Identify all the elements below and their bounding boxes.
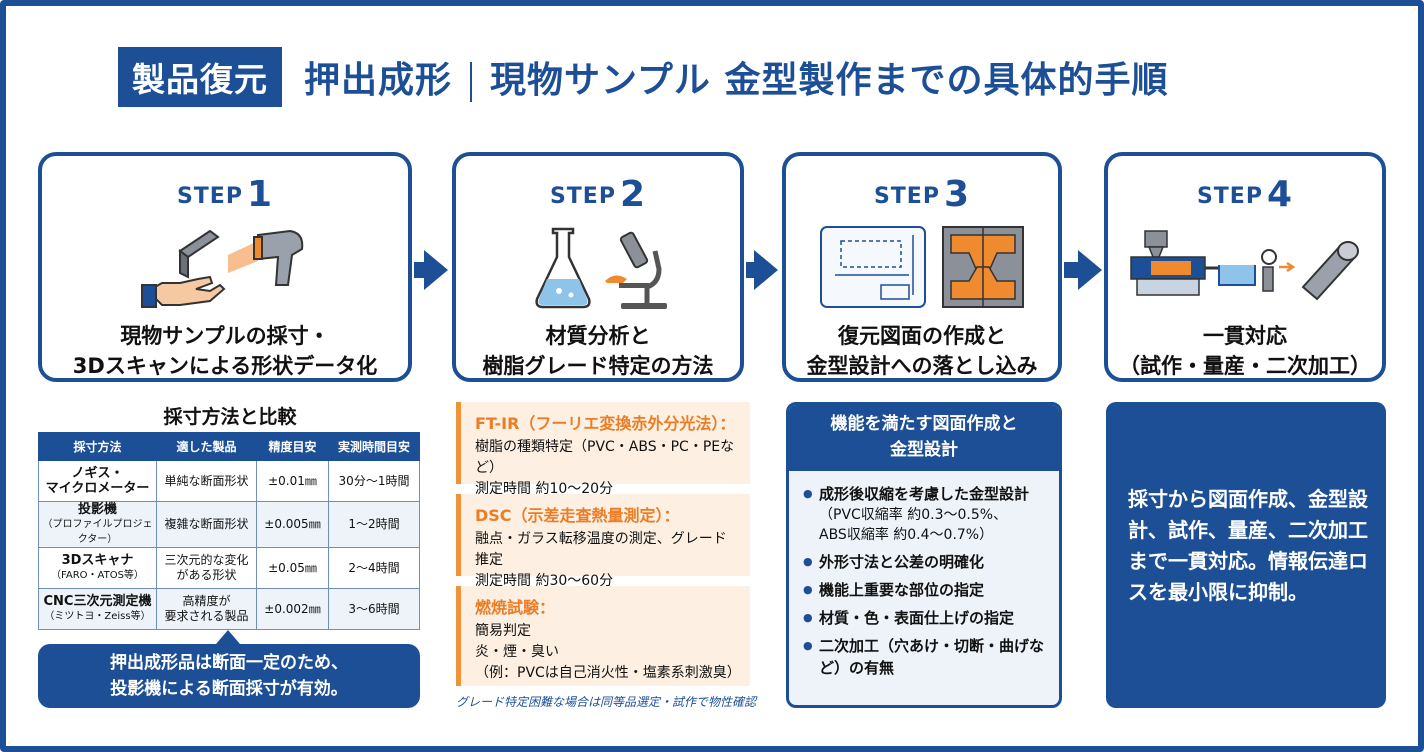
time-cell: 3〜6時間 [328, 588, 420, 630]
list-item: 成形後収縮を考慮した金型設計（PVC収縮率 約0.3〜0.5%、ABS収縮率 約… [803, 483, 1049, 545]
method-heading: FT-IR（フーリエ変換赤外分光法）： [475, 414, 736, 433]
step1-note: 押出成形品は断面一定のため、 投影機による断面採寸が有効。 [38, 644, 420, 708]
note-pointer [216, 630, 240, 644]
table-header-row: 採寸方法 適した製品 精度目安 実測時間目安 [38, 432, 420, 461]
method-heading: DSC（示差走査熱量測定）： [475, 506, 680, 525]
list-item: 外形寸法と公差の明確化 [803, 551, 1049, 573]
time-cell: 2〜4時間 [328, 547, 420, 589]
method-line: 樹脂の種類特定（PVC・ABS・PC・PEなど） [475, 439, 735, 476]
time-cell: 1〜2時間 [328, 501, 420, 548]
table-row: CNC三次元測定機（ミツトヨ・Zeiss等） 高精度が要求される製品 ±0.00… [38, 588, 420, 630]
step1-caption: 現物サンプルの採寸・ 3Dスキャンによる形状データ化 [72, 324, 378, 378]
step3-panel-title: 機能を満たす図面作成と 金型設計 [789, 405, 1059, 471]
accuracy-cell: ±0.05㎜ [256, 547, 329, 589]
arrow-right-icon [754, 250, 778, 290]
measurement-comparison-table: 採寸方法 適した製品 精度目安 実測時間目安 ノギス・マイクロメーター 単純な断… [38, 432, 420, 630]
page-title: 製品復元 押出成形現物サンプル 金型製作までの具体的手順 [118, 46, 1168, 108]
step2-caption: 材質分析と 樹脂グレード特定の方法 [482, 324, 714, 378]
arrow-stem-2 [746, 262, 756, 278]
table-row: ノギス・マイクロメーター 単純な断面形状 ±0.01㎜ 30分〜1時間 [38, 460, 420, 502]
title-text: 押出成形現物サンプル 金型製作までの具体的手順 [304, 51, 1168, 103]
arrow-stem-3 [1064, 262, 1078, 278]
method-line: 簡易判定 [475, 623, 531, 639]
hand-part-scanner-icon [42, 221, 408, 313]
accuracy-cell: ±0.002㎜ [256, 588, 329, 630]
step4-panel: 採寸から図面作成、金型設計、試作、量産、二次加工まで一貫対応。情報伝達ロスを最小… [1106, 402, 1386, 708]
method-cell: ノギス・マイクロメーター [38, 460, 157, 502]
column-header: 精度目安 [256, 432, 329, 461]
product-cell: 三次元的な変化がある形状 [156, 547, 257, 589]
arrow-stem-1 [414, 262, 426, 278]
method-heading: 燃焼試験： [475, 598, 556, 617]
step3-list: 成形後収縮を考慮した金型設計（PVC収縮率 約0.3〜0.5%、ABS収縮率 約… [789, 471, 1059, 679]
method-cell: 投影機（プロファイルプロジェクター） [38, 501, 157, 548]
column-header: 採寸方法 [38, 432, 157, 461]
arrow-right-icon [424, 250, 448, 290]
title-badge: 製品復元 [118, 47, 282, 107]
column-header: 適した製品 [156, 432, 257, 461]
step4-caption: 一貫対応 （試作・量産・二次加工） [1119, 324, 1371, 378]
method-line: 融点・ガラス転移温度の測定、グレード推定 [475, 531, 727, 568]
title-left: 押出成形 [304, 60, 453, 101]
product-cell: 高精度が要求される製品 [156, 588, 257, 630]
method-line: 測定時間 約30〜60分 [475, 573, 614, 589]
blueprint-mold-icon [786, 221, 1058, 313]
method-line: 炎・煙・臭い [475, 644, 559, 660]
combustion-test-box: 燃焼試験： 簡易判定 炎・煙・臭い （例：PVCは自己消火性・塩素系刺激臭） [456, 586, 750, 686]
ftir-method-box: FT-IR（フーリエ変換赤外分光法）： 樹脂の種類特定（PVC・ABS・PC・P… [456, 402, 750, 497]
arrow-right-icon [1078, 250, 1102, 290]
title-right: 現物サンプル 金型製作までの具体的手順 [490, 60, 1169, 101]
method-cell: 3Dスキャナ（FARO・ATOS等） [38, 547, 157, 589]
list-item: 材質・色・表面仕上げの指定 [803, 607, 1049, 629]
time-cell: 30分〜1時間 [328, 460, 420, 502]
dsc-method-box: DSC（示差走査熱量測定）： 融点・ガラス転移温度の測定、グレード推定 測定時間… [456, 494, 750, 589]
flask-microscope-icon [456, 221, 740, 313]
list-item: 機能上重要な部位の指定 [803, 579, 1049, 601]
accuracy-cell: ±0.01㎜ [256, 460, 329, 502]
step3-panel: 機能を満たす図面作成と 金型設計 成形後収縮を考慮した金型設計（PVC収縮率 約… [786, 402, 1062, 708]
step2-footnote: グレード特定困難な場合は同等品選定・試作で物性確認 [456, 695, 757, 709]
column-header: 実測時間目安 [328, 432, 420, 461]
method-cell: CNC三次元測定機（ミツトヨ・Zeiss等） [38, 588, 157, 630]
accuracy-cell: ±0.005㎜ [256, 501, 329, 548]
extrusion-line-icon [1108, 221, 1382, 313]
method-line: 測定時間 約10〜20分 [475, 481, 614, 497]
measurement-section-title: 採寸方法と比較 [163, 406, 297, 428]
table-row: 3Dスキャナ（FARO・ATOS等） 三次元的な変化がある形状 ±0.05㎜ 2… [38, 547, 420, 589]
method-line: （例：PVCは自己消火性・塩素系刺激臭） [475, 665, 741, 681]
step3-caption: 復元図面の作成と 金型設計への落とし込み [806, 324, 1038, 378]
table-row: 投影機（プロファイルプロジェクター） 複雑な断面形状 ±0.005㎜ 1〜2時間 [38, 501, 420, 548]
product-cell: 複雑な断面形状 [156, 501, 257, 548]
product-cell: 単純な断面形状 [156, 460, 257, 502]
title-divider [470, 62, 473, 102]
